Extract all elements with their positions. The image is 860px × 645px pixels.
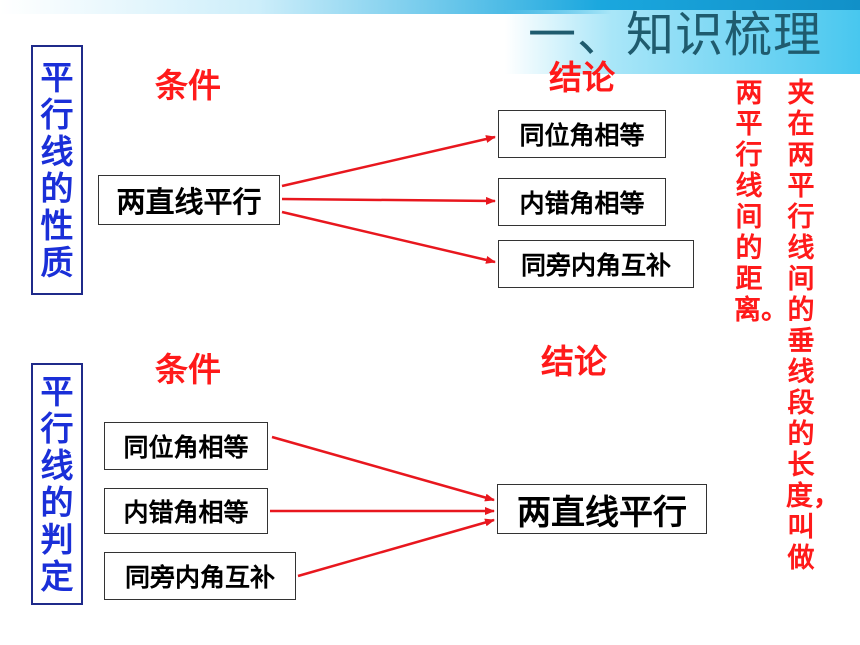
judgment-section-label: 平行线的判定: [31, 363, 83, 605]
judgment-label-text: 平行线的判定: [40, 372, 74, 596]
judgment-conclusion-label: 结论: [541, 342, 607, 381]
judgment-condition-box-3: 同旁内角互补: [104, 552, 296, 600]
judgment-condition-label: 条件: [155, 350, 221, 389]
properties-conclusion-box-3: 同旁内角互补: [498, 240, 694, 288]
arrow-properties-2: [281, 196, 496, 205]
arrow-properties-3: [281, 210, 496, 264]
properties-condition-label: 条件: [155, 66, 221, 105]
arrow-properties-1: [281, 135, 496, 188]
arrow-judgment-3: [297, 518, 495, 578]
definition-column-2: 两平行线间的距离。: [734, 78, 788, 326]
page-title: 一、知识梳理: [528, 7, 823, 63]
properties-section-label: 平行线的性质: [31, 45, 83, 295]
title-background: [505, 10, 860, 74]
properties-conclusion-label: 结论: [549, 58, 615, 97]
properties-condition-box: 两直线平行: [98, 175, 280, 225]
judgment-condition-box-2: 内错角相等: [104, 488, 268, 534]
properties-conclusion-box-2: 内错角相等: [498, 178, 666, 226]
properties-label-text: 平行线的性质: [40, 58, 74, 282]
arrow-judgment-1: [271, 435, 495, 502]
judgment-condition-box-1: 同位角相等: [104, 422, 268, 470]
properties-conclusion-box-1: 同位角相等: [498, 110, 666, 158]
judgment-conclusion-box: 两直线平行: [497, 484, 707, 534]
definition-column-1: 夹在两平行线间的垂线段的长度，叫做: [786, 78, 840, 574]
